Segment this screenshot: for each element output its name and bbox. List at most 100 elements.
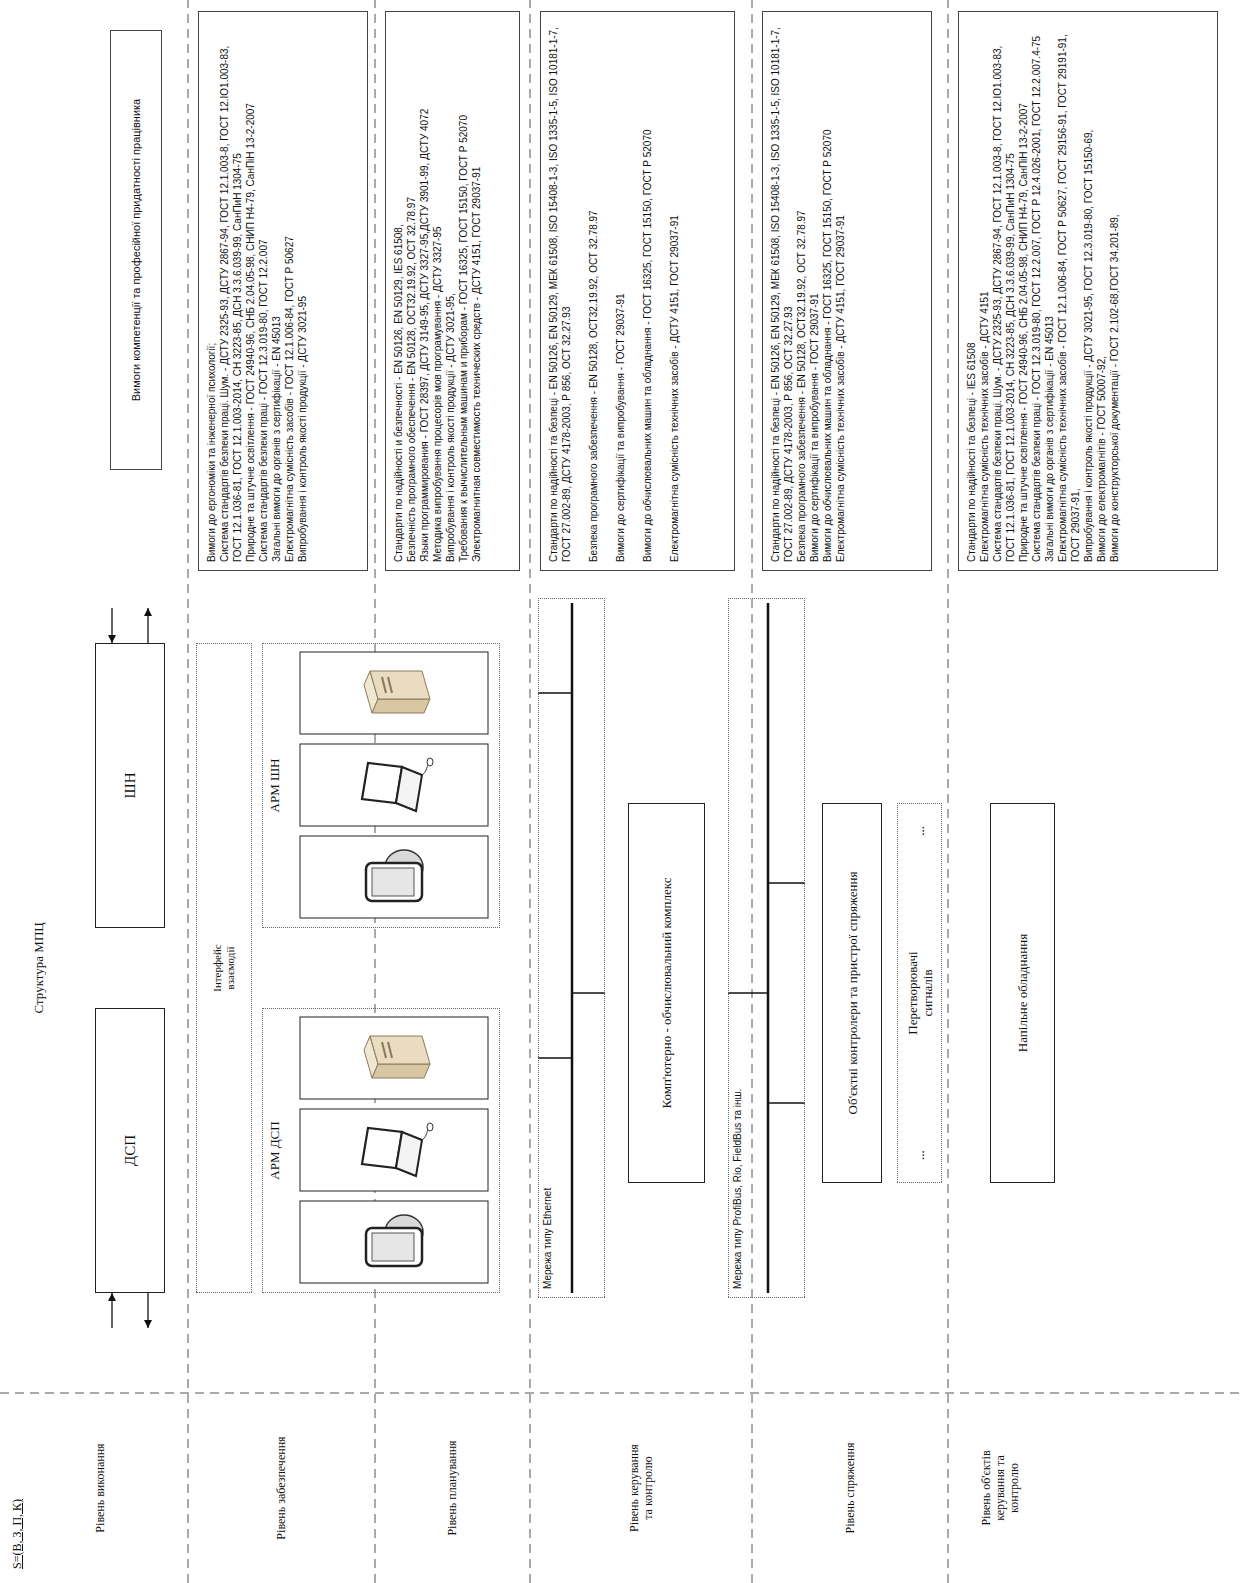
standard-item: Загальні вимоги до органів з сертифікаці… [1043,20,1056,562]
node-text: Об'єктні контролери та пристрої спряженн… [845,872,860,1115]
node-text: ДСП [122,1135,139,1166]
standard-item: Вимоги до електромагнітів - ГОСТ 50007-9… [1095,20,1108,562]
standard-item: Безпека програмного забезпечення - EN 50… [795,20,808,562]
node-text: Мережа типу Ethernet [541,607,554,1289]
standard-item: Вимоги до ергономіки та інженерної психо… [205,20,218,562]
standard-item: Загальні вимоги до органів з сертифікаці… [270,20,283,562]
standard-item: Електромагнітна сумісність технічних зас… [668,20,681,562]
network-bus: Мережа типу Ethernet [538,598,605,1298]
standard-item: Стандарти по надійності та безпеці - EN … [547,20,573,562]
icon-frame [300,1109,488,1191]
standard-item: Безпека програмного забезпечення - EN 50… [587,20,600,562]
actor-box: ДСП [95,1008,165,1293]
node-text: Вимоги компетенції та професійної придат… [129,99,143,401]
standard-item: Система стандартів безпеки праці. Шум. -… [991,20,1017,562]
standard-item: Безпечність програмного обеспечення - EN… [405,20,418,562]
level-label: Рівень планування [445,1403,459,1573]
standard-item: Випробування і контроль якості продукції… [296,20,309,562]
node-text: Перетворювачі сигналів [905,938,935,1048]
bus-stub [572,992,605,993]
laptop-icon [362,1123,433,1176]
external-arrow [111,608,112,643]
standard-item: Вимоги до обчислювальних машин та обладн… [821,20,834,562]
level-label: Рівень керування та контролю [627,1443,655,1533]
standard-item: Випробування і контроль якості продукції… [1082,20,1095,562]
tablet-icon [366,1215,423,1266]
standard-item: Методика випробування процесорів мов про… [431,20,444,562]
standard-item: Требования к вычислительным машинам и пр… [457,20,470,562]
level-separator [188,0,189,1583]
node-text: ШН [122,773,139,799]
standard-item: Вимоги до обчислювальних машин та обладн… [641,20,654,562]
node-text: АРМ ДСП [267,1015,282,1286]
level-separator [752,0,753,1583]
requirements-box: Вимоги компетенції та професійної придат… [110,30,162,470]
level-separator [948,0,949,1583]
bus-stub [768,882,805,883]
standards-box: Стандарти по надійності та безпеці - IES… [958,11,1218,571]
external-arrow [147,1293,148,1328]
interface-region: Інтерфейс взаємодії [196,643,252,1293]
standard-item: Електромагнітна сумісність засобів - ГОС… [283,20,296,562]
tablet-icon [366,850,423,901]
level-label: Рівень об'єктів керування та контролю [979,1438,1021,1538]
standards-box: Вимоги до ергономіки та інженерної психо… [198,11,368,571]
icon-frame [300,744,488,826]
node-text: Комп'ютерно - обчислювальний комплекс [659,877,674,1108]
level-separator [530,0,531,1583]
column-separator [0,1393,1243,1394]
icon-frame [300,836,488,918]
standards-box: Стандарти по надійності та безпеці - EN … [540,11,735,571]
converter-region: ... Перетворювачі сигналів... [897,803,942,1183]
level-label: Рівень спряження [843,1403,857,1573]
system-formula: S=(В, З, П, К) [10,1499,24,1569]
node-text: АРМ ШН [267,650,282,921]
bus-stub [538,692,572,693]
standard-item: Природне та штучне освітлення - ГОСТ 249… [244,20,257,562]
process-box: Напільне обладнання [990,803,1055,1183]
pc-icon [364,1036,430,1078]
pc-icon [364,671,430,713]
level-label: Рівень виконання [93,1403,107,1573]
bus-line [767,603,770,1293]
node-text: Напільне обладнання [1015,934,1030,1052]
external-arrow [147,608,148,643]
actor-box: ШН [95,643,165,928]
standards-box: Стандарти по надійності та безпеці - EN … [762,11,932,571]
node-text: ... [912,1150,927,1160]
node-text: Мережа типу ProfiBus, Rio, FieldBus та і… [731,607,744,1289]
icon-frame [300,652,488,734]
standard-item: Система стандартів безпеки праці - ГОСТ … [257,20,270,562]
bus-line [571,603,574,1293]
standard-item: Система стандартів безпеки праці - ГОСТ … [1030,20,1043,562]
workstation-group: АРМ ШН [262,643,500,928]
workstation-group: АРМ ДСП [262,1008,500,1293]
standard-item: Языки программирования - ГОСТ 28397, ДСТ… [418,20,431,562]
external-arrow [111,1293,112,1328]
standard-item: Вимоги до конструкторської документації … [1108,20,1121,562]
standard-item: Система стандартів безпеки праці. Шум. -… [218,20,244,562]
node-text: Інтерфейс взаємодії [211,932,237,1004]
standard-item: Стандарти по надійності и безпечності - … [392,20,405,562]
standards-box: Стандарти по надійності и безпечності - … [385,11,520,571]
standard-item: Стандарти по надійності та безпеці - IES… [965,20,978,562]
node-text: ... [912,826,927,836]
process-box: Комп'ютерно - обчислювальний комплекс [628,803,705,1183]
diagram-title: Структура МПЦ [31,922,46,1013]
standard-item: Випробування і контроль якості продукції… [444,20,457,562]
standard-item: Вимоги до сертифікації та випробування -… [614,20,627,562]
bus-stub [728,992,768,993]
laptop-icon [362,758,433,811]
standard-item: Електромагнітна сумісність технічних зас… [978,20,991,562]
icon-frame [300,1017,488,1099]
process-box: Об'єктні контролери та пристрої спряженн… [822,803,882,1183]
level-label: Рівень забезпечення [274,1403,288,1573]
standard-item: Природне та штучне освітлення - ГОСТ 249… [1017,20,1030,562]
standard-item: Електромагнітна сумісність технічних зас… [834,20,847,562]
icon-frame [300,1201,488,1283]
standard-item: Стандарти по надійності та безпеці - EN … [769,20,795,562]
bus-stub [768,1102,805,1103]
standard-item: Вимоги до сертифікації та випробування -… [808,20,821,562]
standard-item: Электромагнитная совместимость техническ… [470,20,483,562]
